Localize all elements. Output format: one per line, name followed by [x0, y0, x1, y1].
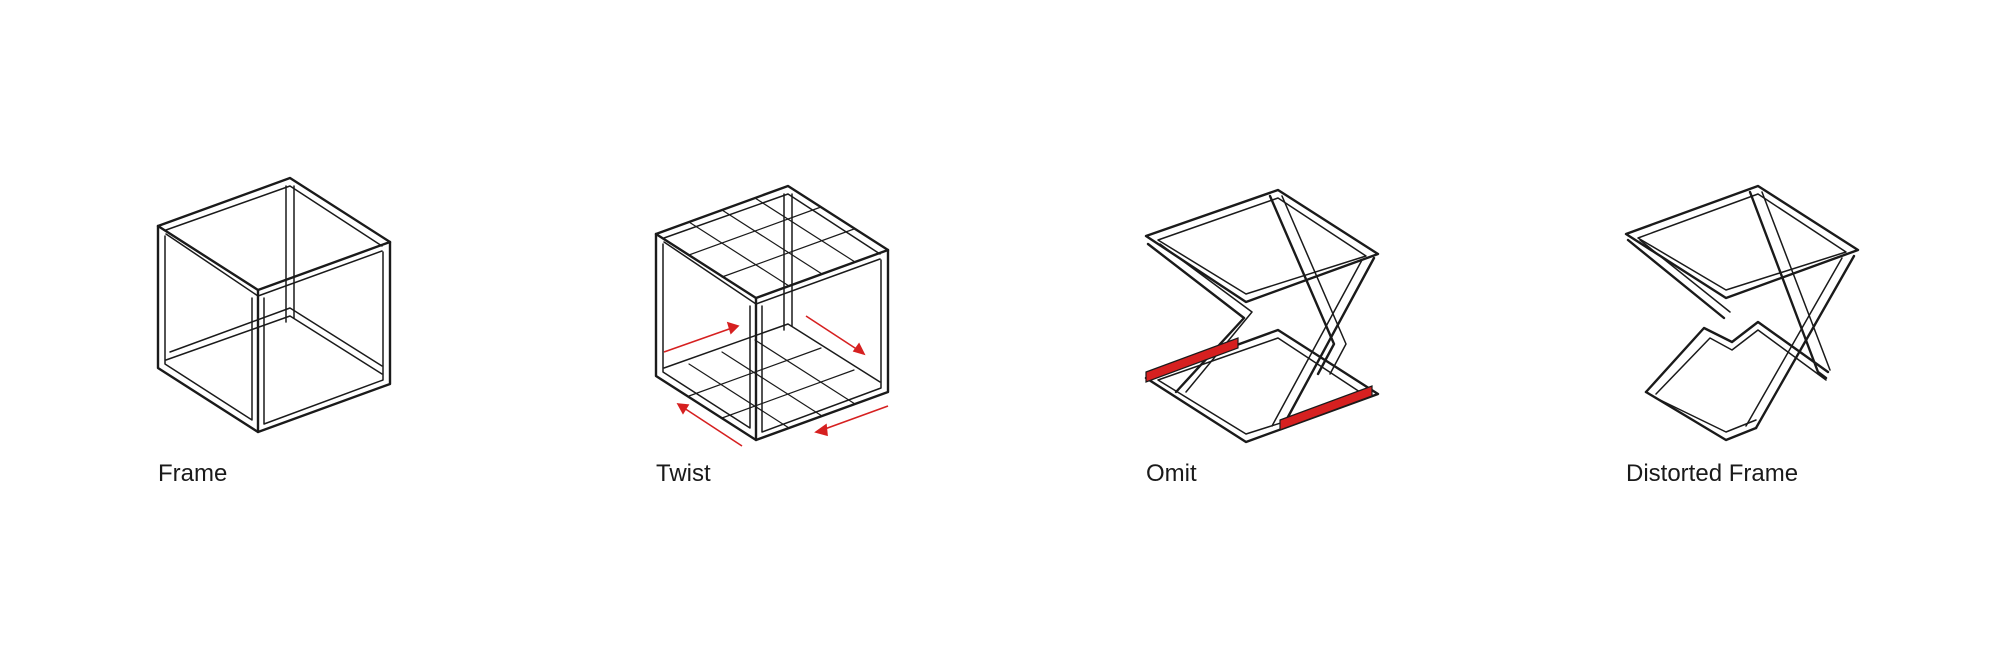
frame-right-face-inner [263, 251, 384, 425]
omit-leg-back-b [1281, 195, 1347, 375]
twist-outline [654, 184, 890, 442]
twist-bottom-back [663, 323, 881, 383]
twist-arrow-bottom-right-head [814, 423, 828, 437]
omit-top-frame-inner [1157, 197, 1367, 295]
twist-top-grid-1 [688, 221, 790, 287]
distorted-top-frame-inner [1637, 193, 1847, 291]
omit-top-frame-outer [1144, 188, 1380, 304]
distorted-leg-front-a [1754, 254, 1856, 430]
omit-leg-left-b [1159, 243, 1253, 393]
frame-outline [156, 176, 392, 434]
panel-label-twist: Twist [656, 460, 711, 487]
omit-leg-back-a [1268, 194, 1336, 376]
distorted-leg-back-b [1761, 191, 1831, 371]
twist-bottom-grid-4 [688, 347, 822, 397]
frame-top-front-edges [156, 224, 392, 292]
distorted-frame-structure [1624, 184, 1860, 442]
panel-label-frame: Frame [158, 460, 228, 487]
frame-cube [156, 176, 392, 434]
twist-arrows [663, 315, 889, 447]
distorted-leg-back-a [1748, 190, 1828, 380]
omit-removed-left [1145, 337, 1239, 383]
twist-arrow-bottom-right-shaft [821, 405, 889, 431]
frame-bottom-back-b [169, 307, 383, 367]
twist-top-back-inner [663, 193, 881, 255]
twist-left-face-inner [662, 243, 751, 429]
panel-label-omit: Omit [1146, 460, 1197, 487]
twist-arrow-bottom-left-shaft [683, 407, 743, 447]
distorted-leg-front-b [1745, 257, 1843, 427]
twist-arrow-left-shaft [663, 327, 733, 353]
twist-arrow-bottom-left-head [676, 403, 690, 415]
distorted-lower-path-a [1644, 320, 1830, 394]
frame-top-front-inner [165, 233, 383, 297]
twist-top-grid-3 [754, 197, 856, 263]
twist-cube [654, 184, 890, 442]
distorted-top-frame-outer [1624, 184, 1860, 300]
twist-top-front-inner [663, 241, 881, 305]
twist-bottom-grid-3 [754, 339, 856, 405]
omit-leg-front-a [1280, 256, 1376, 430]
twist-top-front-edges [654, 232, 890, 300]
twist-bottom-grid-1 [688, 363, 790, 429]
twist-bottom-grid-2 [721, 351, 823, 417]
omit-removed-members [1145, 337, 1373, 431]
omit-leg-front-b [1271, 259, 1363, 427]
omit-bottom-frame-inner [1157, 337, 1367, 435]
panel-label-distorted-frame: Distorted Frame [1626, 460, 1799, 487]
distorted-bottom-edge-a [1644, 390, 1758, 442]
twist-top-grid-2 [721, 209, 823, 275]
twist-arrow-right-head [852, 342, 866, 356]
distorted-leg-left-a [1626, 238, 1726, 320]
omit-leg-left-a [1146, 242, 1246, 394]
twist-top-grid-5 [721, 228, 855, 278]
distorted-lower-path-b [1655, 329, 1827, 395]
omit-removed-right [1279, 385, 1373, 431]
twist-arrow-right-shaft [805, 315, 859, 351]
twist-bottom-grid-5 [721, 369, 855, 419]
frame-bottom-back-a [165, 315, 383, 375]
frame-top-back-inner [165, 185, 383, 247]
distorted-bottom-edge-b [1655, 397, 1757, 433]
frame-left-face-inner [164, 235, 253, 421]
twist-arrow-left-head [726, 321, 740, 335]
twist-top-grid-4 [688, 206, 822, 256]
distorted-leg-left-b [1639, 239, 1731, 313]
